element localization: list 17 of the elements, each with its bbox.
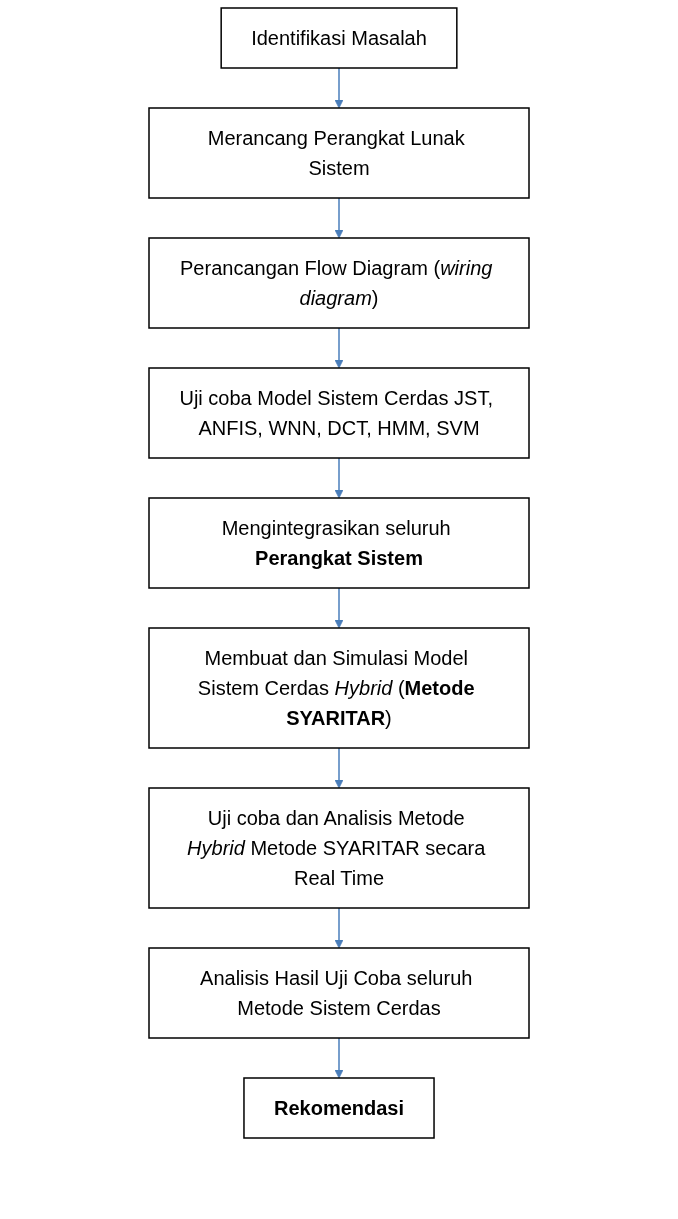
node-box: Uji coba Model Sistem Cerdas JST, ANFIS, WNN, DCT, HMM, SVM xyxy=(148,367,530,459)
arrow xyxy=(334,1037,344,1079)
node-box: Uji coba dan Analisis Metode Hybrid Metode SYARITAR secara Real Time xyxy=(148,787,530,909)
arrow xyxy=(334,67,344,109)
arrow xyxy=(334,587,344,629)
node-box: Perancangan Flow Diagram (wiring diagram) xyxy=(148,237,530,329)
node-box: Membuat dan Simulasi Model Sistem Cerdas Hybrid (Metode SYARITAR) xyxy=(148,627,530,749)
arrow xyxy=(334,907,344,949)
arrow xyxy=(334,327,344,369)
node-box: Analisis Hasil Uji Coba seluruh Metode Sistem Cerdas xyxy=(148,947,530,1039)
node-box: Mengintegrasikan seluruh Perangkat Sistem xyxy=(148,497,530,589)
arrow xyxy=(334,457,344,499)
node-box: Rekomendasi xyxy=(243,1077,435,1139)
arrow xyxy=(334,747,344,789)
node-box: Identifikasi Masalah xyxy=(220,7,458,69)
node-box: Merancang Perangkat Lunak Sistem xyxy=(148,107,530,199)
arrow xyxy=(334,197,344,239)
